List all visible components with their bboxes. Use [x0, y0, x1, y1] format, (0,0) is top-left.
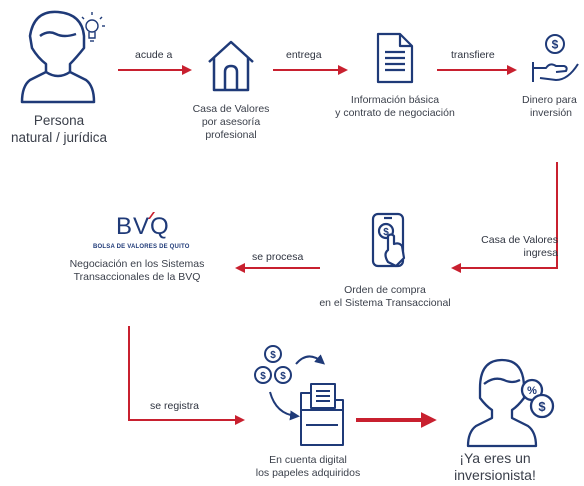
node-info-line2: y contrato de negociación [335, 107, 455, 119]
node-cuenta-line1: En cuenta digital [269, 454, 347, 466]
arrow-registra [128, 326, 245, 425]
node-dinero: Dinero para inversión [522, 94, 584, 120]
node-orden: Orden de compra en el Sistema Transaccio… [315, 284, 455, 310]
node-info-line1: Información básica [350, 94, 440, 106]
svg-text:$: $ [260, 371, 266, 382]
arrow-label-casa-ingresa-line1: Casa de Valores [481, 234, 558, 246]
node-dinero-line2: inversión [530, 107, 573, 119]
bvq-logo: BVQ [116, 213, 170, 240]
node-orden-line2: en el Sistema Transaccional [319, 297, 451, 309]
node-bvq-line1: Negociación en los Sistemas [69, 258, 205, 270]
person-icon [20, 10, 96, 104]
node-final-line1: ¡Ya eres un [459, 450, 531, 466]
svg-text:$: $ [552, 38, 559, 52]
node-bvq: Negociación en los Sistemas Transacciona… [52, 258, 222, 284]
svg-text:$: $ [280, 371, 286, 382]
svg-text:$: $ [383, 227, 389, 238]
node-persona: Persona natural / jurídica [0, 112, 118, 146]
document-icon [376, 32, 414, 84]
svg-text:%: % [527, 385, 537, 397]
node-persona-line1: Persona [33, 113, 85, 128]
arrow-label-procesa: se procesa [252, 251, 304, 263]
money-hand-icon: $ [532, 34, 579, 82]
svg-text:$: $ [270, 350, 276, 361]
folder-coins-icon: $ $ $ [254, 345, 344, 446]
node-dinero-line1: Dinero para [522, 94, 577, 106]
bvq-logo-mark [148, 212, 155, 219]
node-casa: Casa de Valores por asesoría profesional [181, 103, 281, 142]
lightbulb-icon [81, 12, 105, 42]
arrow-label-casa-ingresa-line2: ingresa [523, 247, 558, 259]
node-cuenta: En cuenta digital los papeles adquiridos [246, 454, 370, 480]
node-cuenta-line2: los papeles adquiridos [255, 467, 361, 479]
node-orden-line1: Orden de compra [344, 284, 426, 296]
svg-text:$: $ [538, 399, 546, 414]
node-final: ¡Ya eres un inversionista! [440, 450, 550, 484]
arrow-label-registra: se registra [150, 400, 200, 412]
node-casa-line3: profesional [205, 129, 257, 141]
arrow-label-transfiere: transfiere [451, 49, 495, 61]
arrow-casa-ingresa [451, 162, 558, 273]
node-bvq-line2: Transaccionales de la BVQ [73, 271, 201, 283]
node-final-line2: inversionista! [454, 467, 536, 483]
bvq-logo-subtitle: BOLSA DE VALORES DE QUITO [93, 244, 190, 250]
node-persona-line2: natural / jurídica [10, 130, 108, 145]
arrow-label-casa-ingresa: Casa de Valores ingresa [470, 234, 558, 260]
arrow-label-entrega: entrega [286, 49, 322, 61]
node-info: Información básica y contrato de negocia… [330, 94, 460, 120]
investor-icon: % $ [466, 358, 555, 448]
node-casa-line2: por asesoría [201, 116, 261, 128]
arrow-label-acude: acude a [135, 49, 173, 61]
phone-tap-icon: $ [371, 212, 406, 268]
node-casa-line1: Casa de Valores [192, 103, 270, 115]
house-icon [208, 40, 254, 92]
